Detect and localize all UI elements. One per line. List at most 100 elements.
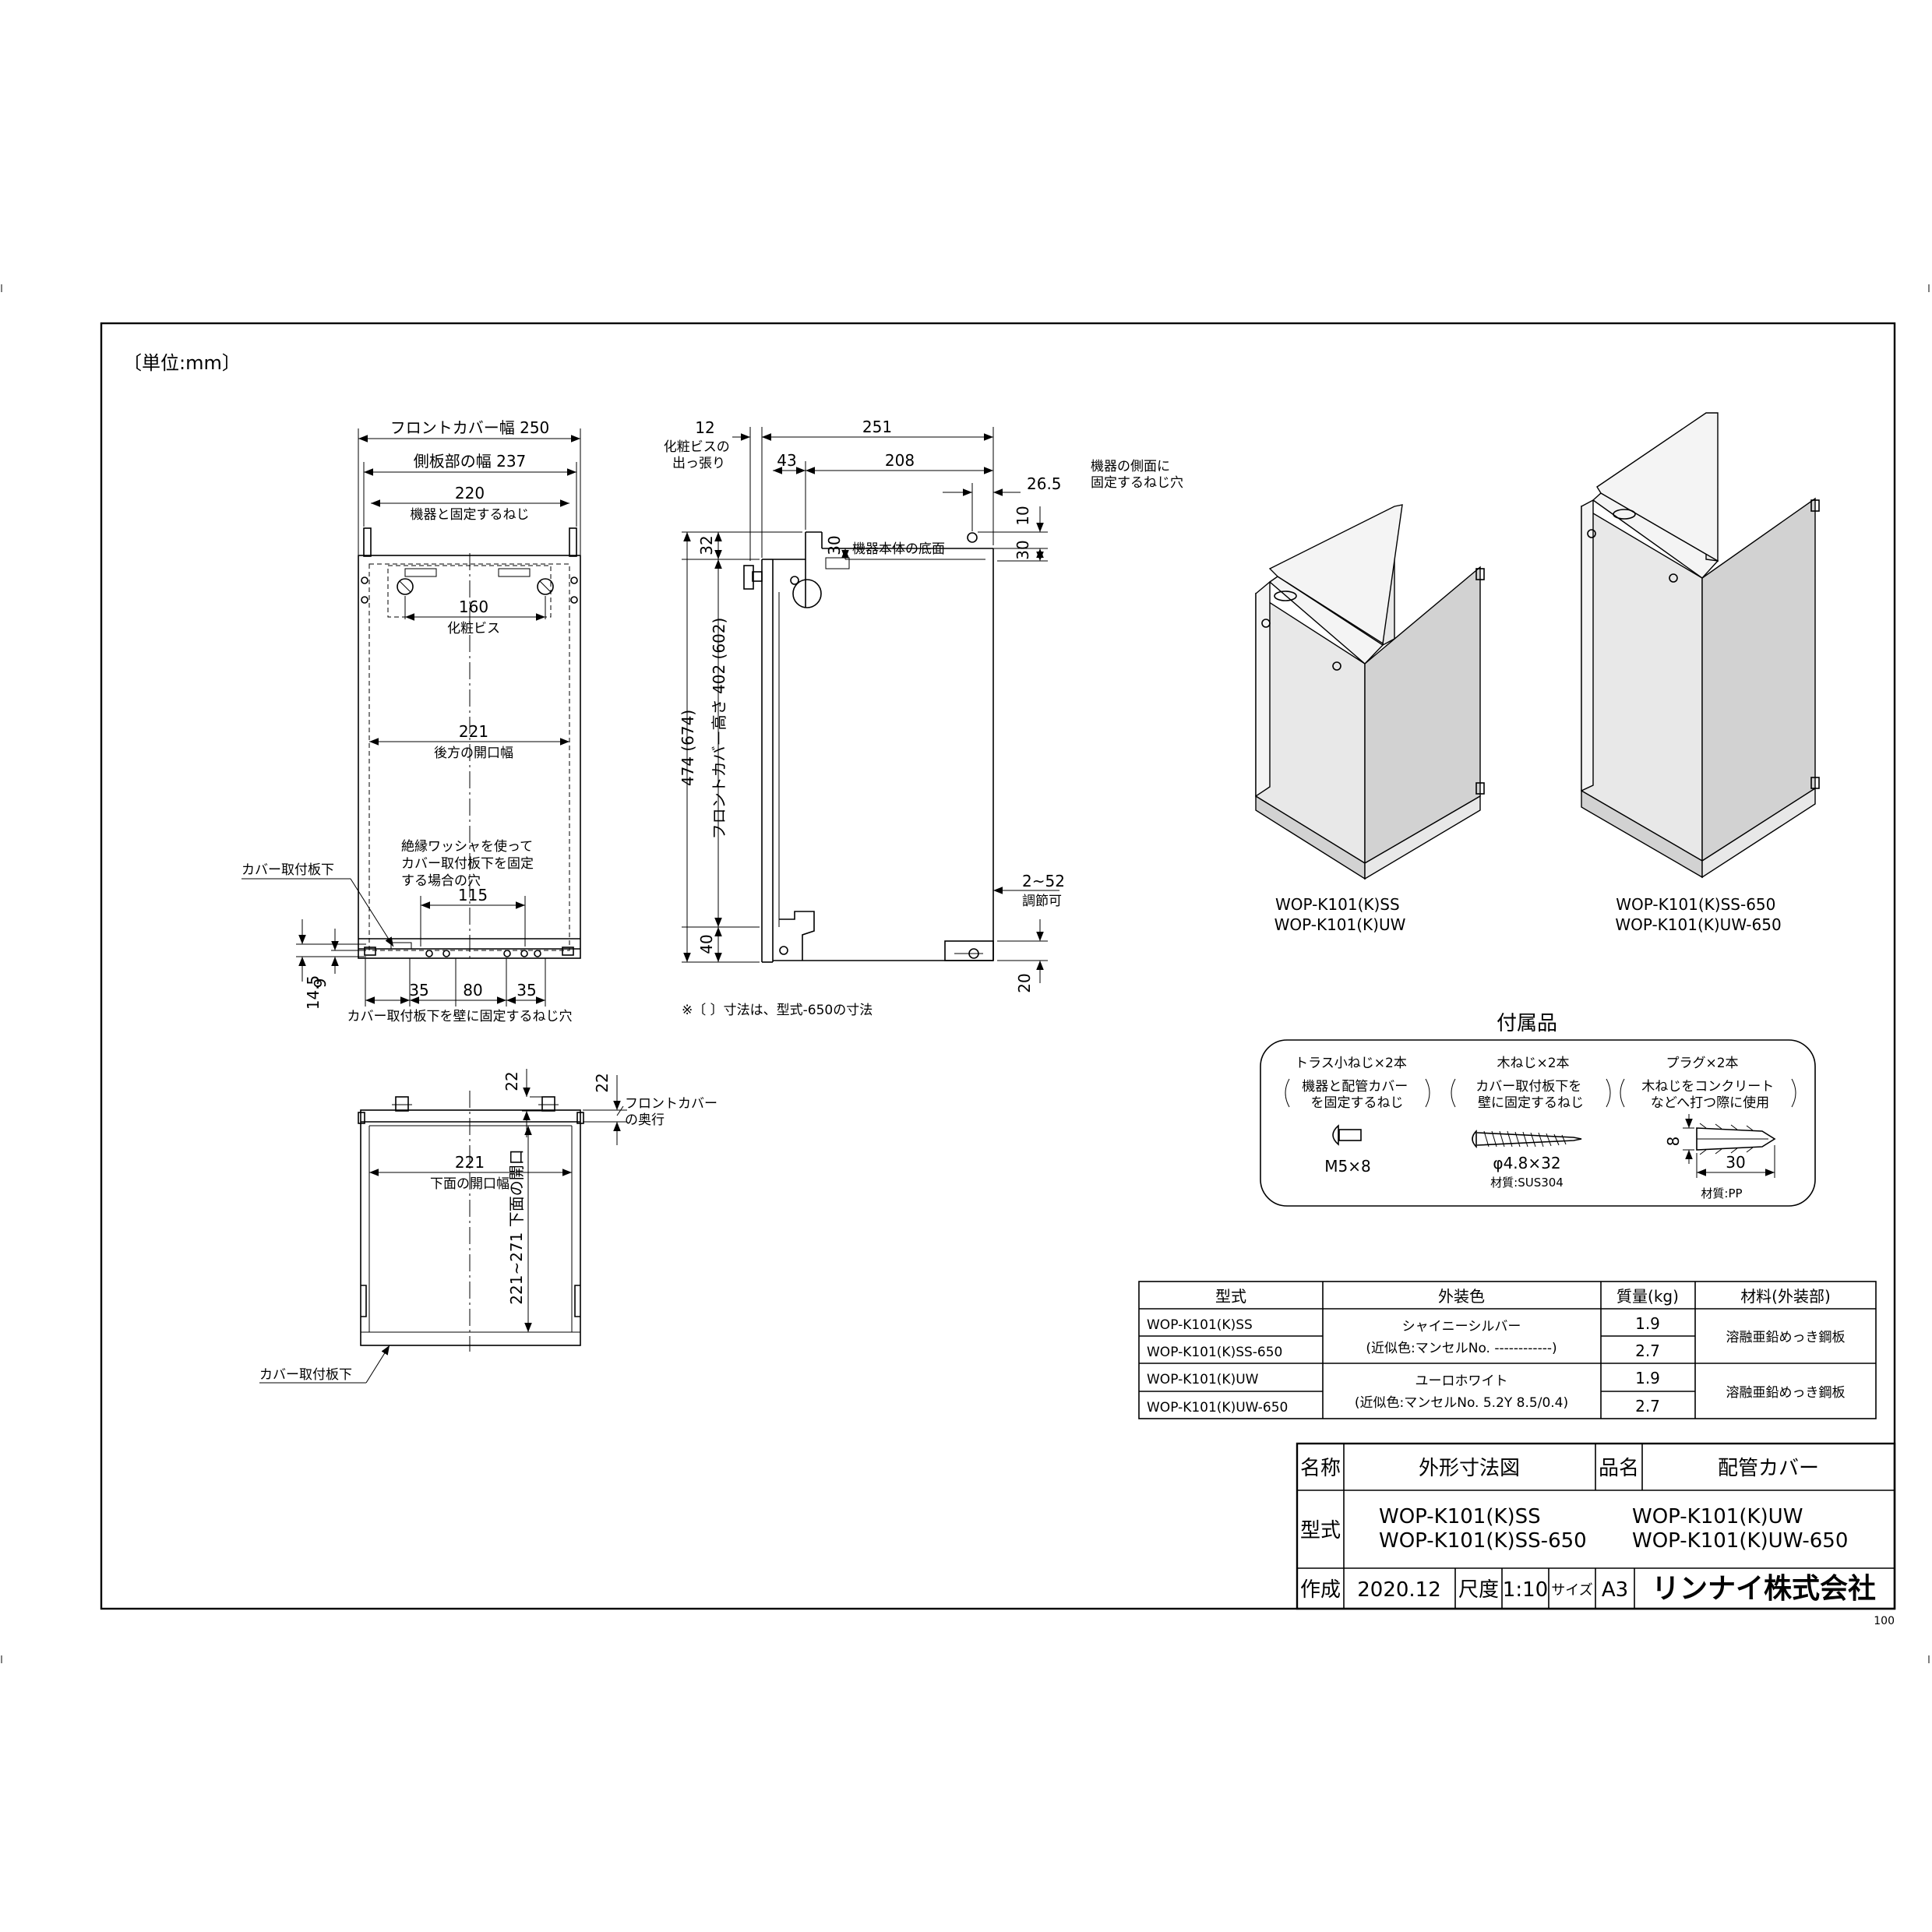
- iso-standard-models: WOP-K101(K)SS WOP-K101(K)UW: [1274, 895, 1406, 934]
- title-size-value: A3: [1602, 1578, 1628, 1602]
- front-view-dimensions: フロントカバー幅 250 側板部の幅 237 220 機器と固定するねじ 160…: [242, 418, 581, 1024]
- dim-32: 32: [697, 535, 716, 555]
- dim-208: 208: [885, 451, 915, 470]
- spec-table: 型式 外装色 質量(kg) 材料(外装部) WOP-K101(K)SS WOP-…: [1138, 1281, 1877, 1419]
- accessory-plug-purpose: 木ねじをコンクリート などへ打つ際に使用: [1641, 1079, 1778, 1111]
- spec-header-color: 外装色: [1438, 1287, 1485, 1306]
- title-name-label: 名称: [1300, 1457, 1341, 1480]
- cover-plate-label-front: カバー取付板下: [242, 862, 334, 878]
- title-model: WOP-K101(K)UW: [1632, 1505, 1803, 1528]
- dim-22-outer: 22: [593, 1073, 612, 1092]
- dim-474: 474 (674): [679, 710, 697, 786]
- dim-30-right: 30: [1014, 540, 1032, 559]
- front-cover-depth-label: フロントカバー の奥行: [625, 1096, 721, 1128]
- title-model-label: 型式: [1300, 1519, 1341, 1542]
- title-created-value: 2020.12: [1357, 1578, 1441, 1602]
- title-product-value: 配管カバー: [1718, 1457, 1819, 1480]
- dim-10: 10: [1014, 506, 1032, 525]
- accessory-plug-name: プラグ×2本: [1666, 1056, 1738, 1071]
- spec-row-model: WOP-K101(K)UW: [1147, 1372, 1259, 1387]
- iso-view-650: [1581, 412, 1820, 879]
- spec-row-mass: 1.9: [1635, 1369, 1660, 1387]
- spec-row-model: WOP-K101(K)UW-650: [1147, 1400, 1288, 1416]
- spec-header-material: 材料(外装部): [1740, 1287, 1831, 1306]
- front-cover-width-label: フロントカバー幅 250: [390, 418, 550, 437]
- fixing-screws-label: 機器と固定するねじ: [411, 507, 530, 523]
- dim-115: 115: [458, 886, 488, 904]
- iso-650-models: WOP-K101(K)SS-650 WOP-K101(K)UW-650: [1615, 895, 1781, 934]
- title-created-label: 作成: [1300, 1578, 1341, 1602]
- front-view: [358, 527, 581, 959]
- dim-160: 160: [459, 598, 488, 616]
- iso-view-standard: [1255, 504, 1485, 880]
- spec-color-white-ref: (近似色:マンセルNo. 5.2Y 8.5/0.4): [1355, 1395, 1568, 1411]
- spec-row-model: WOP-K101(K)SS: [1147, 1317, 1253, 1333]
- accessory-truss-purpose: 機器と配管カバー を固定するねじ: [1302, 1079, 1412, 1111]
- title-scale-label: 尺度: [1458, 1578, 1499, 1602]
- insulating-washer-note: 絶縁ワッシャを使って カバー取付板下を固定 する場合の穴: [401, 838, 538, 889]
- plug-dim-30: 30: [1726, 1153, 1745, 1172]
- cosmetic-screw-label: 化粧ビス: [447, 621, 500, 636]
- side-plate-width-label: 側板部の幅 237: [414, 452, 527, 471]
- accessory-wood-screw-name: 木ねじ×2本: [1497, 1056, 1569, 1071]
- spec-color-white: ユーロホワイト: [1416, 1373, 1508, 1389]
- accessory-wood-screw-material: 材質:SUS304: [1490, 1176, 1564, 1190]
- bracket-note: ※〔 〕寸法は、型式-650の寸法: [682, 1003, 873, 1018]
- dim-40: 40: [697, 934, 716, 954]
- spec-row-model: WOP-K101(K)SS-650: [1147, 1345, 1282, 1360]
- wood-screw-icon: [1472, 1130, 1582, 1148]
- dim-30-inner: 30: [825, 535, 844, 555]
- dim-20: 20: [1015, 973, 1034, 992]
- wall-screw-holes-label: カバー取付板下を壁に固定するねじ穴: [347, 1009, 573, 1024]
- spec-row-mass: 2.7: [1635, 1341, 1660, 1360]
- trim-marks: [1, 284, 1930, 1663]
- company-name: リンナイ株式会社: [1652, 1573, 1876, 1605]
- spec-color-silver: シャイニーシルバー: [1402, 1319, 1521, 1334]
- bottom-view-dimensions: 22 22 フロントカバー の奥行 221 下面の開口幅 221~271 下面の…: [259, 1069, 721, 1384]
- spec-material-silver: 溶融亜鉛めっき鋼板: [1726, 1330, 1846, 1345]
- dim-80: 80: [463, 981, 482, 999]
- accessory-plug-material: 材質:PP: [1701, 1186, 1742, 1200]
- side-view: [743, 531, 994, 963]
- accessory-truss-name: トラス小ねじ×2本: [1295, 1056, 1407, 1071]
- adjustable-label: 調節可: [1022, 894, 1062, 909]
- bottom-opening-depth-label: 221~271 下面の開口: [507, 1149, 526, 1304]
- unit-bottom-label: 機器本体の底面: [852, 541, 945, 557]
- title-size-label: サイズ: [1551, 1582, 1592, 1599]
- dim-43: 43: [777, 451, 796, 470]
- accessory-wood-screw-purpose: カバー取付板下を 壁に固定するねじ: [1475, 1079, 1585, 1111]
- accessories-title: 付属品: [1497, 1012, 1557, 1035]
- dim-221: 221: [459, 722, 488, 741]
- accessory-wood-screw-size: φ4.8×32: [1493, 1154, 1560, 1172]
- spec-material-white: 溶融亜鉛めっき鋼板: [1726, 1385, 1846, 1401]
- dim-9: 9: [311, 978, 330, 989]
- rear-opening-width-label: 後方の開口幅: [434, 746, 513, 761]
- accessories-box: 付属品 トラス小ねじ×2本 機器と配管カバー を固定するねじ M5×8 木ねじ×…: [1260, 1012, 1816, 1207]
- spec-row-mass: 1.9: [1635, 1314, 1660, 1333]
- drawing-border: [100, 322, 1896, 1610]
- side-screw-hole-label: 機器の側面に 固定するねじ穴: [1091, 459, 1183, 491]
- dim-14-5: 14.5: [304, 975, 323, 1010]
- dim-12: 12: [695, 418, 714, 437]
- plug-dim-8: 8: [1664, 1137, 1683, 1147]
- adjustable-range: 2~52: [1022, 872, 1065, 890]
- dim-251: 251: [862, 418, 892, 436]
- accessory-truss-size: M5×8: [1324, 1157, 1370, 1176]
- dim-35-right: 35: [516, 981, 536, 999]
- cosmetic-protrusion-label: 化粧ビスの 出っ張り: [664, 439, 734, 471]
- title-product-label: 品名: [1599, 1457, 1639, 1480]
- title-block: 名称 外形寸法図 品名 配管カバー 型式 WOP-K101(K)SS WOP-K…: [1296, 1442, 1896, 1610]
- bottom-opening-width-label: 下面の開口幅: [430, 1176, 509, 1192]
- dim-220: 220: [455, 484, 485, 502]
- dim-35-left: 35: [409, 981, 428, 999]
- side-view-dimensions: 12 化粧ビスの 出っ張り 251 43 208 26.5 機器の側面に 固定す…: [664, 418, 1183, 1018]
- spec-header-mass: 質量(kg): [1616, 1287, 1679, 1306]
- title-model: WOP-K101(K)SS-650: [1379, 1529, 1587, 1553]
- dim-221-bottom: 221: [455, 1153, 485, 1172]
- sheet-number: 100: [1874, 1615, 1895, 1627]
- unit-note: 〔単位:mm〕: [123, 352, 241, 374]
- title-model: WOP-K101(K)UW-650: [1632, 1529, 1848, 1553]
- dim-26-5: 26.5: [1027, 474, 1062, 493]
- spec-row-mass: 2.7: [1635, 1397, 1660, 1416]
